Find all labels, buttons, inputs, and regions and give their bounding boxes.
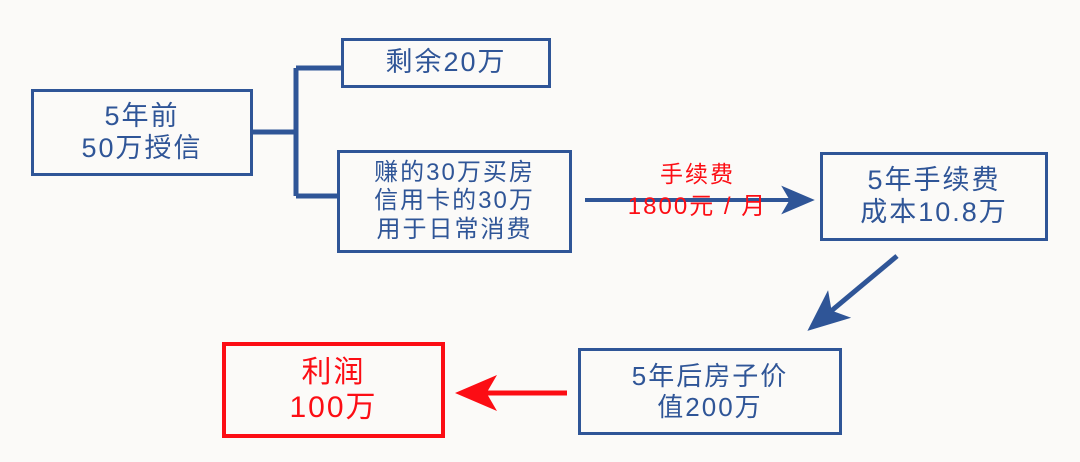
edge-label-fee-bottom: 1800元 / 月 <box>627 193 768 220</box>
node-house-value[interactable]: 5年后房子价 值200万 <box>578 348 842 435</box>
node-remaining-line-1: 剩余20万 <box>385 47 507 78</box>
node-usage-line-2: 信用卡的30万 <box>374 187 535 215</box>
node-usage-line-3: 用于日常消费 <box>376 215 533 243</box>
node-fee-cost-line-2: 成本10.8万 <box>860 196 1008 227</box>
node-profit-line-2: 100万 <box>289 391 378 424</box>
node-credit-line-1: 5年前 <box>104 100 180 131</box>
node-profit[interactable]: 利润 100万 <box>222 342 445 438</box>
node-credit-line-2: 50万授信 <box>81 132 203 163</box>
node-remaining[interactable]: 剩余20万 <box>341 38 551 88</box>
node-usage-line-1: 赚的30万买房 <box>374 159 535 187</box>
arrow-fee-cost-to-house-value <box>807 254 899 331</box>
node-profit-line-1: 利润 <box>301 355 366 389</box>
node-fee-cost[interactable]: 5年手续费 成本10.8万 <box>820 152 1048 241</box>
node-house-value-line-2: 值200万 <box>657 391 763 422</box>
edge-label-fee-top: 手续费 <box>660 161 735 187</box>
node-fee-cost-line-1: 5年手续费 <box>867 164 1001 195</box>
node-credit[interactable]: 5年前 50万授信 <box>31 89 253 176</box>
edge-label-fee: 手续费 1800元 / 月 <box>585 163 810 219</box>
node-usage[interactable]: 赚的30万买房 信用卡的30万 用于日常消费 <box>337 150 572 253</box>
node-house-value-line-1: 5年后房子价 <box>631 360 789 391</box>
